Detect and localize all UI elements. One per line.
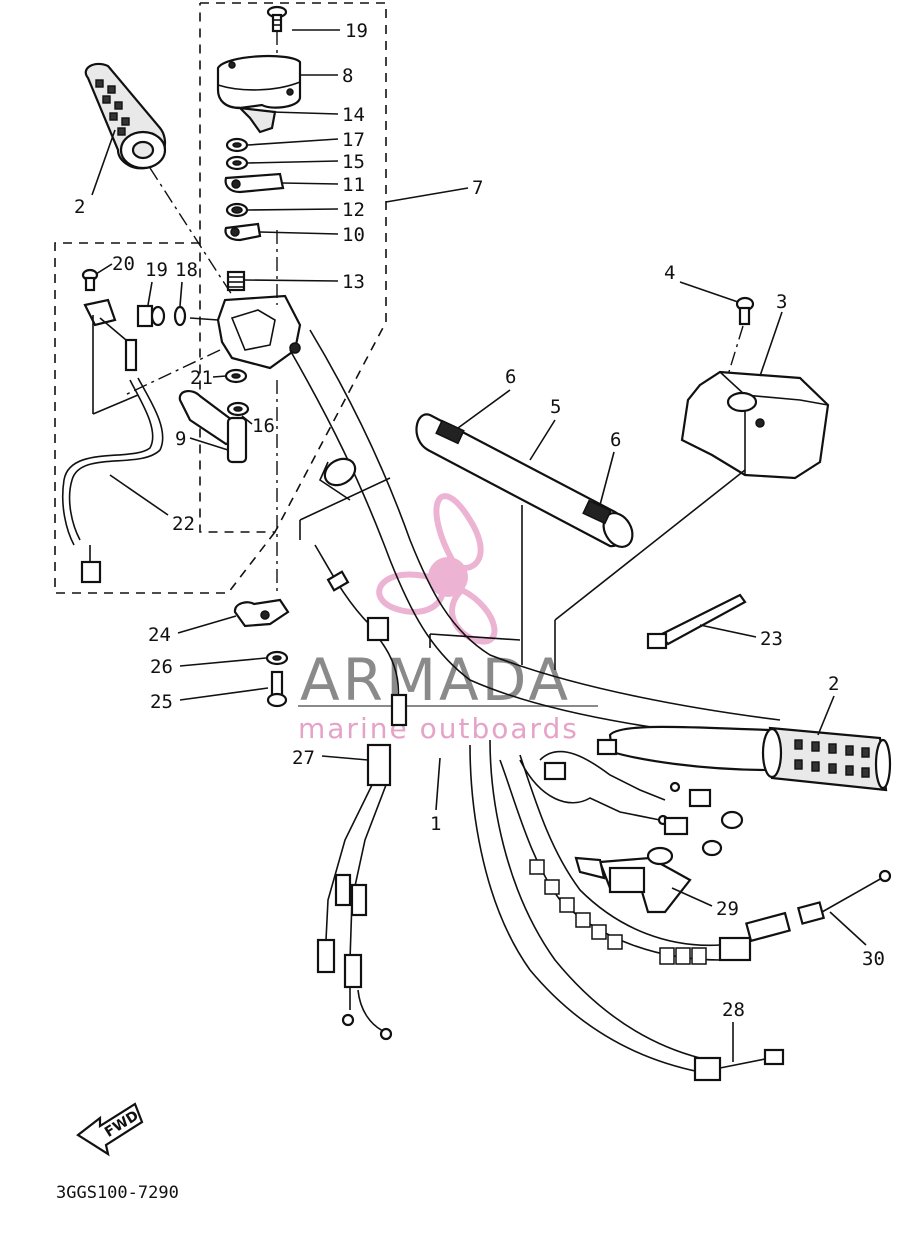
fwd-arrow-icon: FWD: [76, 1102, 144, 1157]
drawing-code: 3GGS100-7290: [56, 1183, 179, 1203]
adjusters: [663, 788, 744, 857]
screw-19: [266, 5, 288, 33]
callout-2a: 2: [74, 196, 85, 218]
callouts: 19 8 14 17 15 11 12 10 7 13 2 20 19 18 2…: [74, 20, 885, 1062]
cable-22: [61, 338, 164, 584]
callout-5: 5: [550, 396, 561, 418]
callout-6a: 6: [505, 366, 516, 388]
callout-25: 25: [150, 691, 173, 713]
callout-13: 13: [342, 271, 365, 293]
callout-26: 26: [150, 656, 173, 678]
washer-16: [226, 401, 250, 417]
screw-20: [81, 268, 99, 292]
washer-12: [225, 202, 249, 218]
callout-28: 28: [722, 999, 745, 1021]
throttle-cable-27: [314, 544, 408, 1041]
lever-11: [224, 172, 285, 194]
callout-23: 23: [760, 628, 783, 650]
callout-30: 30: [862, 948, 885, 970]
handlebar-pad-5: [415, 413, 634, 548]
callout-8: 8: [342, 65, 353, 87]
throttle-cover-8: [216, 54, 302, 110]
switch-housing-3: [680, 370, 830, 480]
callout-19a: 19: [345, 20, 368, 42]
grip-right: [608, 725, 892, 792]
lever-10: [224, 222, 262, 242]
watermark-tagline: marine outboards: [298, 712, 579, 745]
cable-28: [469, 739, 785, 1082]
callout-15: 15: [342, 151, 365, 173]
callout-16: 16: [252, 415, 275, 437]
group-box-brake: [54, 242, 276, 594]
callout-1: 1: [430, 813, 441, 835]
throttle-housing: [189, 294, 302, 370]
callout-20: 20: [112, 253, 135, 275]
watermark-brand: ARMADA: [300, 646, 571, 714]
callout-24: 24: [148, 624, 171, 646]
washer-26: [265, 650, 289, 666]
callout-29: 29: [716, 898, 739, 920]
callout-3: 3: [776, 291, 787, 313]
callout-14: 14: [342, 104, 365, 126]
callout-27: 27: [292, 747, 315, 769]
clip-bracket: [83, 298, 117, 327]
washer-18: [173, 305, 187, 327]
bolt-25: [266, 670, 288, 708]
bolt-19b: [136, 304, 166, 328]
watermark-logo: [376, 493, 498, 645]
callout-7: 7: [472, 177, 483, 199]
washer-17: [225, 137, 249, 153]
brake-switch-29: [574, 846, 692, 914]
callout-21: 21: [190, 367, 213, 389]
washer-15: [225, 155, 249, 171]
gasket-14: [236, 106, 277, 134]
callout-22: 22: [172, 513, 195, 535]
callout-4: 4: [664, 262, 675, 284]
choke-cable: [519, 738, 681, 826]
cable-30: [499, 754, 892, 965]
callout-11: 11: [342, 174, 365, 196]
callout-6b: 6: [610, 429, 621, 451]
callout-10: 10: [342, 224, 365, 246]
bracket-24: [233, 598, 290, 628]
lever-9: [178, 390, 248, 464]
callout-17: 17: [342, 129, 365, 151]
callout-18: 18: [175, 259, 198, 281]
callout-9: 9: [175, 428, 186, 450]
cable-tie-23: [646, 593, 747, 650]
callout-12: 12: [342, 199, 365, 221]
screw-4: [735, 296, 755, 326]
callout-2b: 2: [828, 673, 839, 695]
spring-13: [226, 270, 246, 292]
grip-left: [84, 62, 167, 170]
washer-21: [224, 368, 248, 384]
callout-19b: 19: [145, 259, 168, 281]
